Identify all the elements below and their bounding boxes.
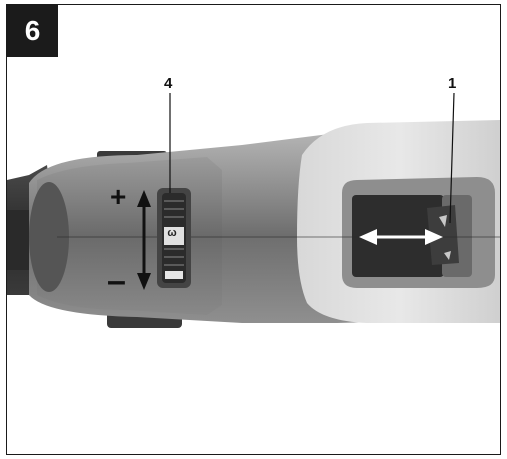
callout-1-leader [449,92,455,224]
figure-number: 6 [7,5,58,57]
rotation-direction-switch [427,205,459,265]
vertical-double-arrow [137,190,151,290]
wheel-symbol-icon: ω [167,227,177,239]
figure-6: 6 4 1 + – ω [6,4,501,455]
plus-sign: + [110,181,127,212]
callout-label-4: 4 [164,75,173,92]
horizontal-double-arrow [359,229,443,245]
minus-sign: – [107,262,126,300]
callout-label-1: 1 [448,75,457,92]
drill-top-view-photo [7,92,500,328]
